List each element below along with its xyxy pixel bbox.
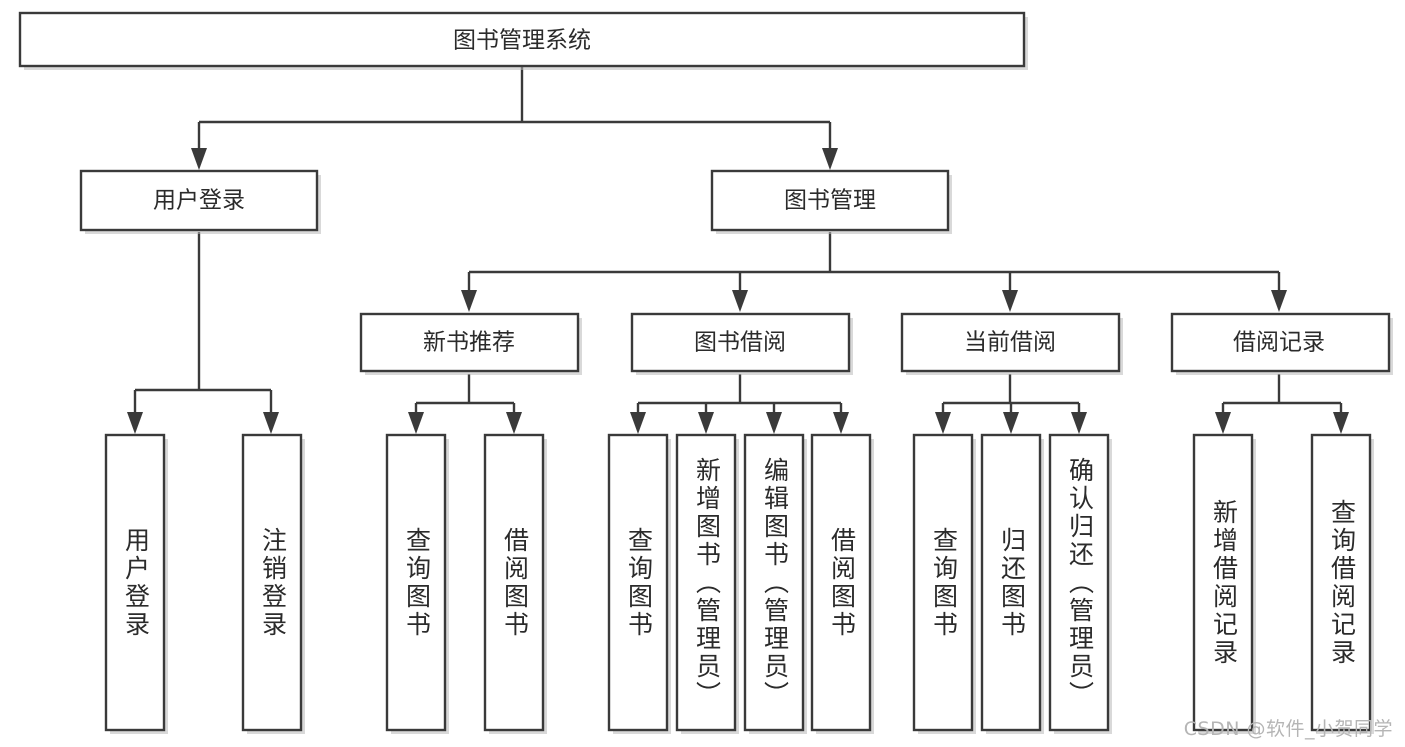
node-leaf-confirm-return-label: 确认归还（管理员） [1066,457,1095,709]
node-book-borrow-label: 图书借阅 [694,330,786,356]
node-leaf-borrow-book-1[interactable]: 借阅图书 [483,433,547,734]
arrow-to-book-borrow [732,290,748,312]
arrow-to-leaf-user-logout [263,412,279,434]
node-leaf-add-book-label: 新增图书（管理员） [693,457,722,709]
arrow-to-leaf-query-book-2 [630,412,646,434]
node-leaf-return-book-label: 归还图书 [998,527,1027,639]
node-current-borrow-label: 当前借阅 [964,330,1056,356]
node-root-label: 图书管理系统 [453,28,591,54]
node-leaf-query-book-1-label: 查询图书 [403,527,432,639]
csdn-watermark: CSDN @软件_小贺同学 [1183,718,1393,740]
arrow-to-new-book-recommend [461,290,477,312]
connector-group-book-management [467,232,1281,290]
node-leaf-user-login[interactable]: 用户登录 [104,433,168,734]
node-leaf-add-record[interactable]: 新增借阅记录 [1192,433,1256,734]
node-leaf-add-record-label: 新增借阅记录 [1210,499,1239,667]
node-borrow-record[interactable]: 借阅记录 [1170,312,1393,375]
node-book-borrow[interactable]: 图书借阅 [630,312,853,375]
node-user-login-label: 用户登录 [153,188,245,214]
arrow-to-leaf-return-book [1003,412,1019,434]
node-borrow-record-label: 借阅记录 [1233,330,1325,356]
connector-group-borrow-record [1221,374,1343,414]
node-leaf-query-book-2[interactable]: 查询图书 [607,433,671,734]
node-book-management-label: 图书管理 [784,188,876,214]
connector-group-book-borrow [636,374,843,414]
connector-group-current-borrow [941,374,1081,414]
node-leaf-add-book[interactable]: 新增图书（管理员） [675,433,739,734]
node-leaf-user-logout-label: 注销登录 [259,527,288,639]
arrow-to-leaf-add-record [1215,412,1231,434]
arrow-to-leaf-query-record [1333,412,1349,434]
arrow-to-leaf-query-book-3 [935,412,951,434]
arrow-to-leaf-confirm-return [1071,412,1087,434]
node-leaf-query-book-2-label: 查询图书 [625,527,654,639]
node-new-book-recommend[interactable]: 新书推荐 [359,312,582,375]
arrow-to-leaf-user-login [127,412,143,434]
node-leaf-return-book[interactable]: 归还图书 [980,433,1044,734]
node-leaf-borrow-book-2[interactable]: 借阅图书 [810,433,874,734]
arrow-to-leaf-query-book-1 [408,412,424,434]
connector-group-new-book-recommend [414,374,516,414]
arrow-to-leaf-edit-book [766,412,782,434]
arrow-to-leaf-add-book [698,412,714,434]
node-new-book-recommend-label: 新书推荐 [423,330,515,356]
node-user-login[interactable]: 用户登录 [79,169,321,234]
node-leaf-confirm-return[interactable]: 确认归还（管理员） [1048,433,1112,734]
arrow-to-user-login [191,148,207,170]
node-leaf-query-record[interactable]: 查询借阅记录 [1310,433,1374,734]
node-leaf-borrow-book-1-label: 借阅图书 [501,527,530,639]
node-leaf-query-record-label: 查询借阅记录 [1328,499,1357,667]
node-leaf-query-book-3[interactable]: 查询图书 [912,433,976,734]
node-book-management[interactable]: 图书管理 [710,169,952,234]
arrow-to-leaf-borrow-book-1 [506,412,522,434]
node-leaf-edit-book-label: 编辑图书（管理员） [761,457,790,709]
node-leaf-query-book-3-label: 查询图书 [930,527,959,639]
node-root[interactable]: 图书管理系统 [18,11,1028,70]
arrow-to-borrow-record [1271,290,1287,312]
node-leaf-query-book-1[interactable]: 查询图书 [385,433,449,734]
arrow-to-leaf-borrow-book-2 [833,412,849,434]
node-leaf-edit-book[interactable]: 编辑图书（管理员） [743,433,807,734]
node-leaf-user-logout[interactable]: 注销登录 [241,433,305,734]
arrow-to-current-borrow [1002,290,1018,312]
arrow-to-book-management [822,148,838,170]
node-leaf-user-login-label: 用户登录 [122,527,151,639]
connector-group-root [197,66,832,148]
connector-group-user-login [133,232,273,412]
node-leaf-borrow-book-2-label: 借阅图书 [828,527,857,639]
node-current-borrow[interactable]: 当前借阅 [900,312,1123,375]
